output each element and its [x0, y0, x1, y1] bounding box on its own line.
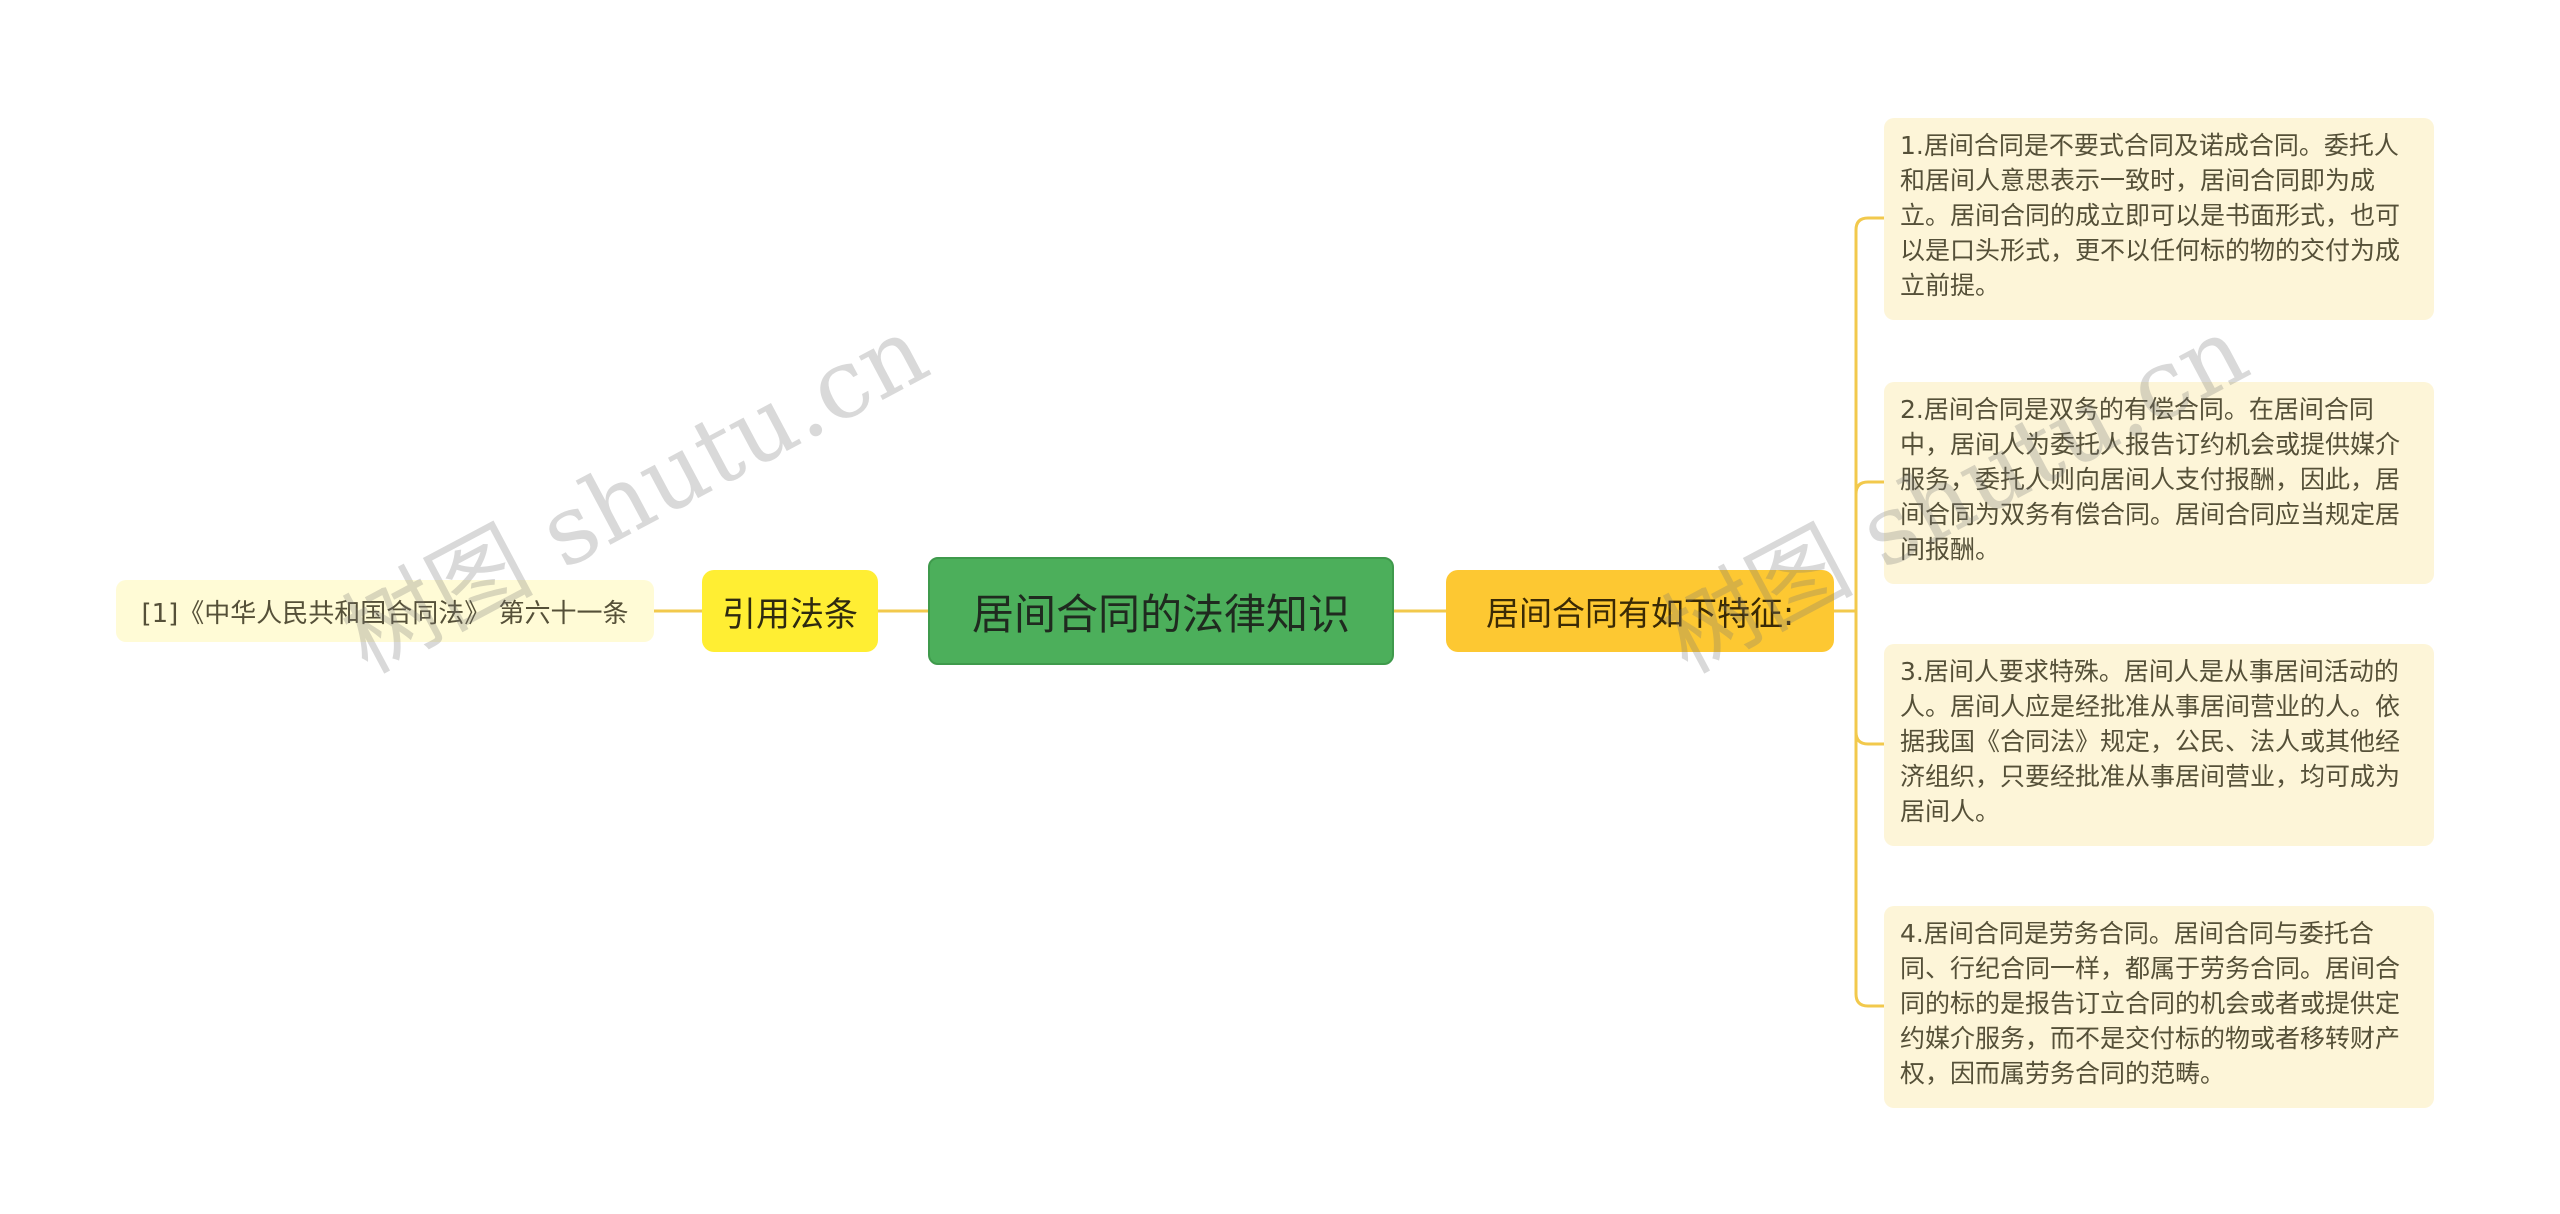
- root-node[interactable]: 居间合同的法律知识: [928, 557, 1394, 665]
- connector-detail-3: [1854, 611, 1884, 746]
- connector-detail-1: [1854, 216, 1884, 611]
- detail-node-3[interactable]: 3.居间人要求特殊。居间人是从事居间活动的人。居间人应是经批准从事居间营业的人。…: [1884, 644, 2434, 846]
- detail-node-4-text: 4.居间合同是劳务合同。居间合同与委托合同、行纪合同一样，都属于劳务合同。居间合…: [1900, 919, 2401, 1088]
- detail-node-4[interactable]: 4.居间合同是劳务合同。居间合同与委托合同、行纪合同一样，都属于劳务合同。居间合…: [1884, 906, 2434, 1108]
- branch-cited-law[interactable]: 引用法条: [702, 570, 878, 652]
- branch-features[interactable]: 居间合同有如下特征:: [1446, 570, 1834, 652]
- root-node-label: 居间合同的法律知识: [971, 589, 1350, 639]
- detail-node-2-text: 2.居间合同是双务的有偿合同。在居间合同中，居间人为委托人报告订约机会或提供媒介…: [1900, 395, 2401, 564]
- detail-node-1[interactable]: 1.居间合同是不要式合同及诺成合同。委托人和居间人意思表示一致时，居间合同即为成…: [1884, 118, 2434, 320]
- detail-node-2[interactable]: 2.居间合同是双务的有偿合同。在居间合同中，居间人为委托人报告订约机会或提供媒介…: [1884, 382, 2434, 584]
- leaf-contract-law-article[interactable]: [1]《中华人民共和国合同法》 第六十一条: [116, 580, 654, 642]
- branch-features-label: 居间合同有如下特征:: [1485, 594, 1795, 633]
- leaf-contract-law-article-label: [1]《中华人民共和国合同法》 第六十一条: [141, 598, 629, 629]
- connector-detail-4: [1854, 611, 1884, 1008]
- detail-node-3-text: 3.居间人要求特殊。居间人是从事居间活动的人。居间人应是经批准从事居间营业的人。…: [1900, 657, 2401, 826]
- connector-detail-2: [1854, 480, 1884, 611]
- branch-cited-law-label: 引用法条: [722, 594, 858, 635]
- detail-node-1-text: 1.居间合同是不要式合同及诺成合同。委托人和居间人意思表示一致时，居间合同即为成…: [1900, 131, 2401, 300]
